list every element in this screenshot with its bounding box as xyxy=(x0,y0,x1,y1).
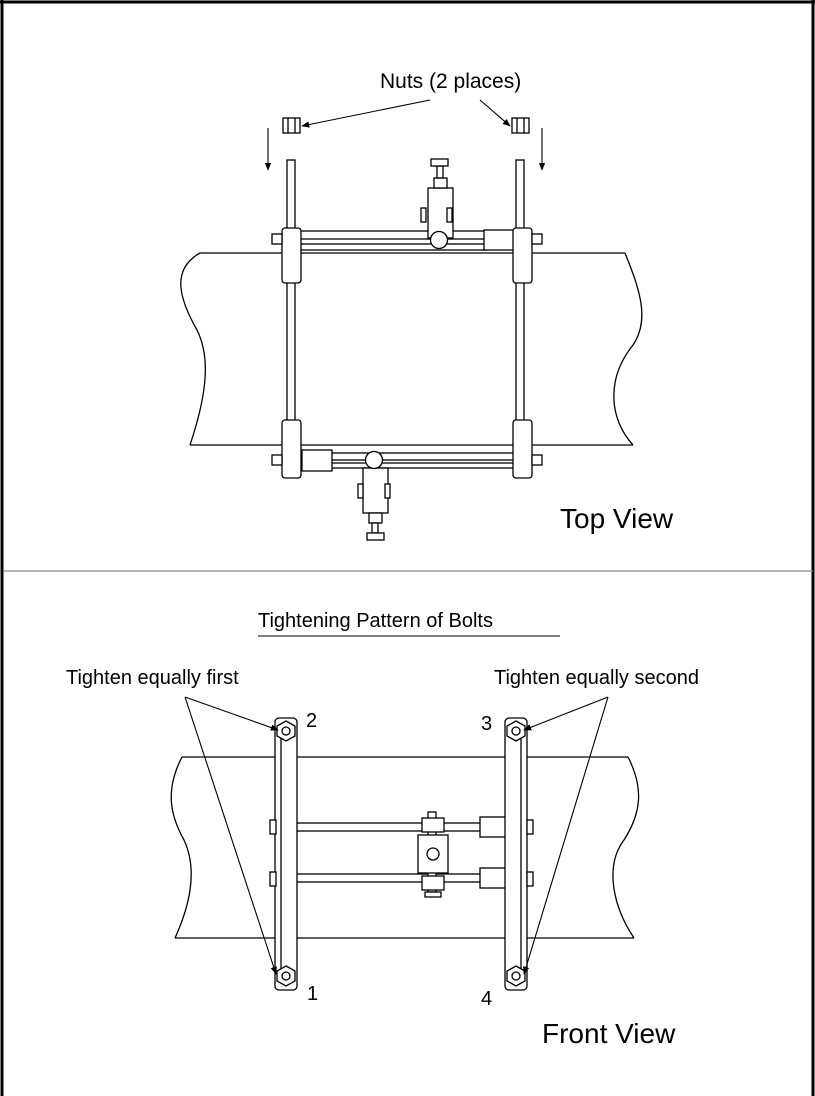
top-view-drawing xyxy=(180,117,643,541)
bolt-number-4: 4 xyxy=(481,988,492,1010)
bolt-number-3: 3 xyxy=(481,713,492,735)
top-lower-crossbar xyxy=(297,449,517,541)
front-pipe xyxy=(170,756,640,939)
top-clamp-blocks xyxy=(271,227,543,479)
nuts-callout-label: Nuts (2 places) xyxy=(380,70,521,93)
tighten-second-label: Tighten equally second xyxy=(494,667,699,689)
bolt-number-1: 1 xyxy=(307,983,318,1005)
front-transducer-holder xyxy=(417,811,449,898)
front-callout-arrows xyxy=(184,696,609,975)
top-upper-crossbar xyxy=(297,158,515,251)
front-clamp-bars xyxy=(274,717,528,991)
front-side-bolts xyxy=(269,819,534,887)
top-view-label: Top View xyxy=(560,503,674,534)
top-nuts xyxy=(282,117,530,134)
front-view-drawing xyxy=(170,717,640,991)
top-pipe xyxy=(180,252,643,446)
front-corner-bolts xyxy=(276,720,526,987)
front-view-label: Front View xyxy=(542,1018,676,1049)
bolt-number-2: 2 xyxy=(306,710,317,732)
top-callout-arrows xyxy=(264,99,546,171)
front-rods xyxy=(291,816,511,889)
tighten-first-label: Tighten equally first xyxy=(66,667,239,689)
top-rods xyxy=(286,159,525,466)
tightening-pattern-heading: Tightening Pattern of Bolts xyxy=(258,610,493,632)
